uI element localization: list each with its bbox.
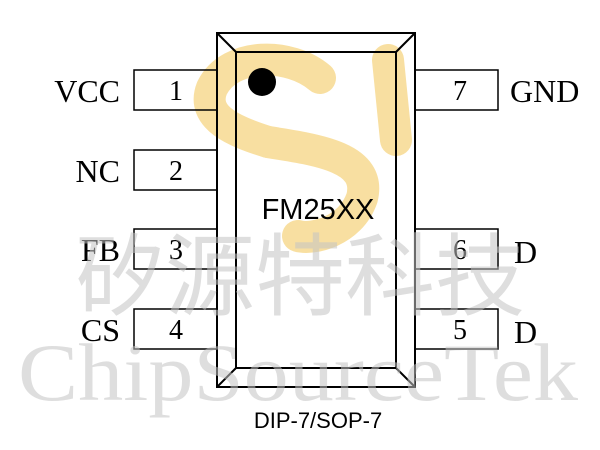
pin-3-number: 3: [169, 235, 183, 266]
pin-1-name: VCC: [54, 73, 120, 109]
pin-5-name: D: [514, 314, 537, 350]
chip-bevel-tl: [216, 32, 237, 53]
pin-4-name: CS: [81, 312, 120, 348]
pin-1-lead: [133, 69, 218, 111]
left-pins: [133, 69, 218, 350]
logo-watermark: [193, 43, 412, 253]
pin-2-lead: [133, 149, 218, 191]
right-pin-labels: 7 GND 6 D 5 D: [453, 73, 579, 350]
pin-4-lead: [133, 308, 218, 350]
pin-2-name: NC: [76, 153, 120, 189]
pin-3-lead: [133, 228, 218, 270]
pin-6-lead: [414, 228, 499, 270]
chip-body: [216, 32, 416, 388]
watermark-chinese: 矽源特科技: [75, 229, 525, 328]
logo-stroke-right: [372, 44, 412, 156]
chip-bevel-br: [395, 367, 416, 388]
pin-6-name: D: [514, 234, 537, 270]
chip-inner-outline: [235, 51, 397, 369]
pin-7-lead: [414, 69, 499, 111]
logo-arc-upper: [193, 43, 336, 158]
package-label: DIP-7/SOP-7: [254, 408, 382, 433]
watermark-english: ChipSourceTek: [18, 327, 578, 418]
chip-bevel-tr: [395, 32, 416, 53]
left-pin-labels: 1 VCC 2 NC 3 FB 4 CS: [54, 73, 183, 348]
chip-bevel-bl: [216, 367, 237, 388]
pin-6-number: 6: [453, 235, 467, 266]
pin-7-number: 7: [453, 76, 467, 107]
chip-outline: [216, 32, 416, 388]
pin1-marker-dot: [248, 68, 276, 96]
pin-4-number: 4: [169, 315, 183, 346]
pin-5-number: 5: [453, 315, 467, 346]
pin-2-number: 2: [169, 156, 183, 187]
pin-1-number: 1: [169, 76, 183, 107]
pin-3-name: FB: [81, 232, 120, 268]
pin-7-name: GND: [510, 73, 579, 109]
part-number: FM25XX: [262, 194, 375, 226]
pin-5-lead: [414, 308, 499, 350]
logo-arc-lower: [252, 126, 380, 253]
right-pins: [414, 69, 499, 350]
